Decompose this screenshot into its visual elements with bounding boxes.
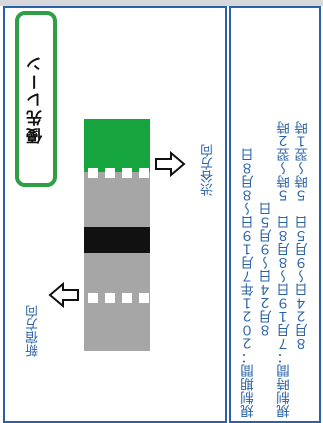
traffic-sign: 優先レーン 渋谷方向 新宿方向 規制期間：２０２１年７月１９日～８月８日 ８月２…	[0, 6, 323, 423]
lane-dash	[139, 168, 149, 178]
lane-dash	[139, 293, 149, 303]
direction-label-shibuya: 渋谷方向	[201, 144, 216, 196]
lane-dash	[105, 293, 115, 303]
lane-dash	[88, 293, 98, 303]
schedule-text-block: 規制期間：２０２１年７月１９日～８月８日 ８月２４日～９月５日 規制時間：７月１…	[234, 14, 318, 418]
schedule-panel	[229, 6, 321, 423]
lane-dash	[105, 168, 115, 178]
arrow-right-icon	[155, 150, 186, 178]
priority-lane-badge: 優先レーン	[15, 11, 57, 187]
priority-lane-label: 優先レーン	[26, 54, 45, 144]
road-segment-top	[84, 172, 150, 227]
diagram-panel: 優先レーン 渋谷方向 新宿方向	[3, 6, 227, 423]
direction-label-shinjuku: 新宿方向	[26, 305, 41, 357]
lane-dash	[122, 168, 132, 178]
lane-dash	[122, 293, 132, 303]
priority-lane-green	[84, 119, 150, 172]
schedule-line: ８月２４日～９月５日 ５時～翌１時	[295, 121, 311, 418]
schedule-line: 規制期間：２０２１年７月１９日～８月８日	[241, 148, 257, 418]
schedule-lines: 規制期間：２０２１年７月１９日～８月８日 ８月２４日～９月５日 規制時間：７月１…	[240, 14, 312, 418]
lane-dash	[88, 168, 98, 178]
road-median	[84, 227, 150, 253]
schedule-line: 規制時間：７月１９日～８月８日 ５時～翌２時	[277, 121, 293, 418]
schedule-line: ８月２４日～９月５日	[259, 202, 275, 418]
arrow-left-icon	[48, 281, 79, 309]
